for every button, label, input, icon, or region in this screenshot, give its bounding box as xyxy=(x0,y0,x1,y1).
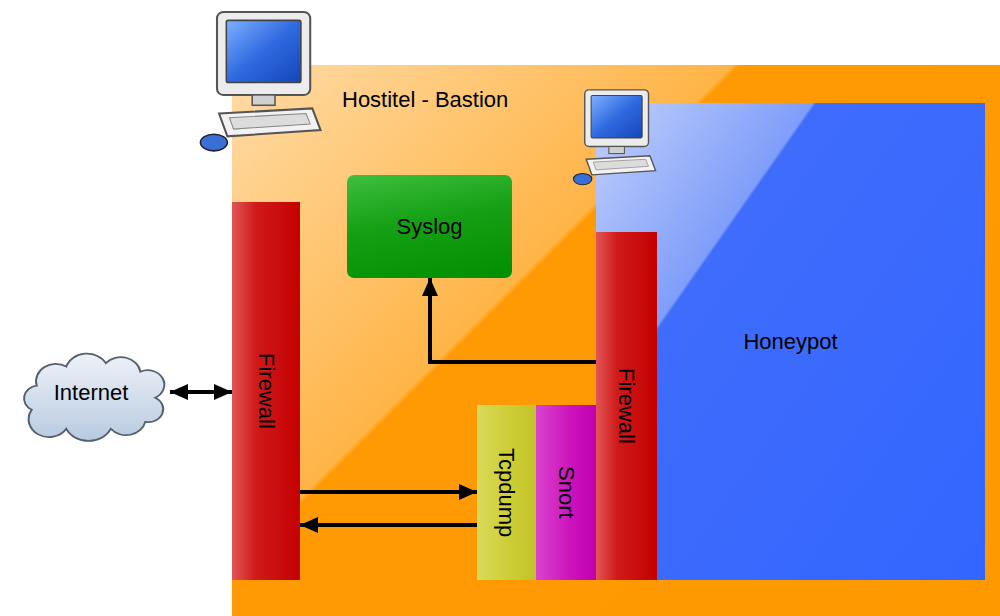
flow-arrow xyxy=(300,523,477,527)
snort-bar: Snort xyxy=(536,405,596,580)
cloud-node: Internet xyxy=(12,345,170,440)
computer-icon xyxy=(572,88,657,188)
flow-arrow xyxy=(300,490,477,494)
node-label: Firewall xyxy=(253,353,278,429)
syslog-box: Syslog xyxy=(347,175,512,278)
cloud-outline xyxy=(24,354,164,441)
flow-arrow xyxy=(170,390,232,394)
node-label: Syslog xyxy=(396,214,462,239)
flow-arrow xyxy=(430,278,596,362)
firewall-bar: Firewall xyxy=(232,202,300,580)
computer-icon xyxy=(198,10,323,155)
region-title: Hostitel - Bastion xyxy=(342,87,508,112)
firewall-bar: Firewall xyxy=(596,232,657,580)
node-label: Firewall xyxy=(614,368,639,444)
node-label: Internet xyxy=(54,380,129,405)
tcpdump-bar: Tcpdump xyxy=(477,405,536,580)
node-label: Honeypot xyxy=(743,329,837,354)
host-region: Firewall SyslogTcpdump Snort Firewall Honeyp… xyxy=(232,65,1000,616)
node-label: Snort xyxy=(553,466,578,519)
node-label: Tcpdump xyxy=(494,448,519,537)
honeypot-region: Firewall Honeypot xyxy=(596,103,985,580)
